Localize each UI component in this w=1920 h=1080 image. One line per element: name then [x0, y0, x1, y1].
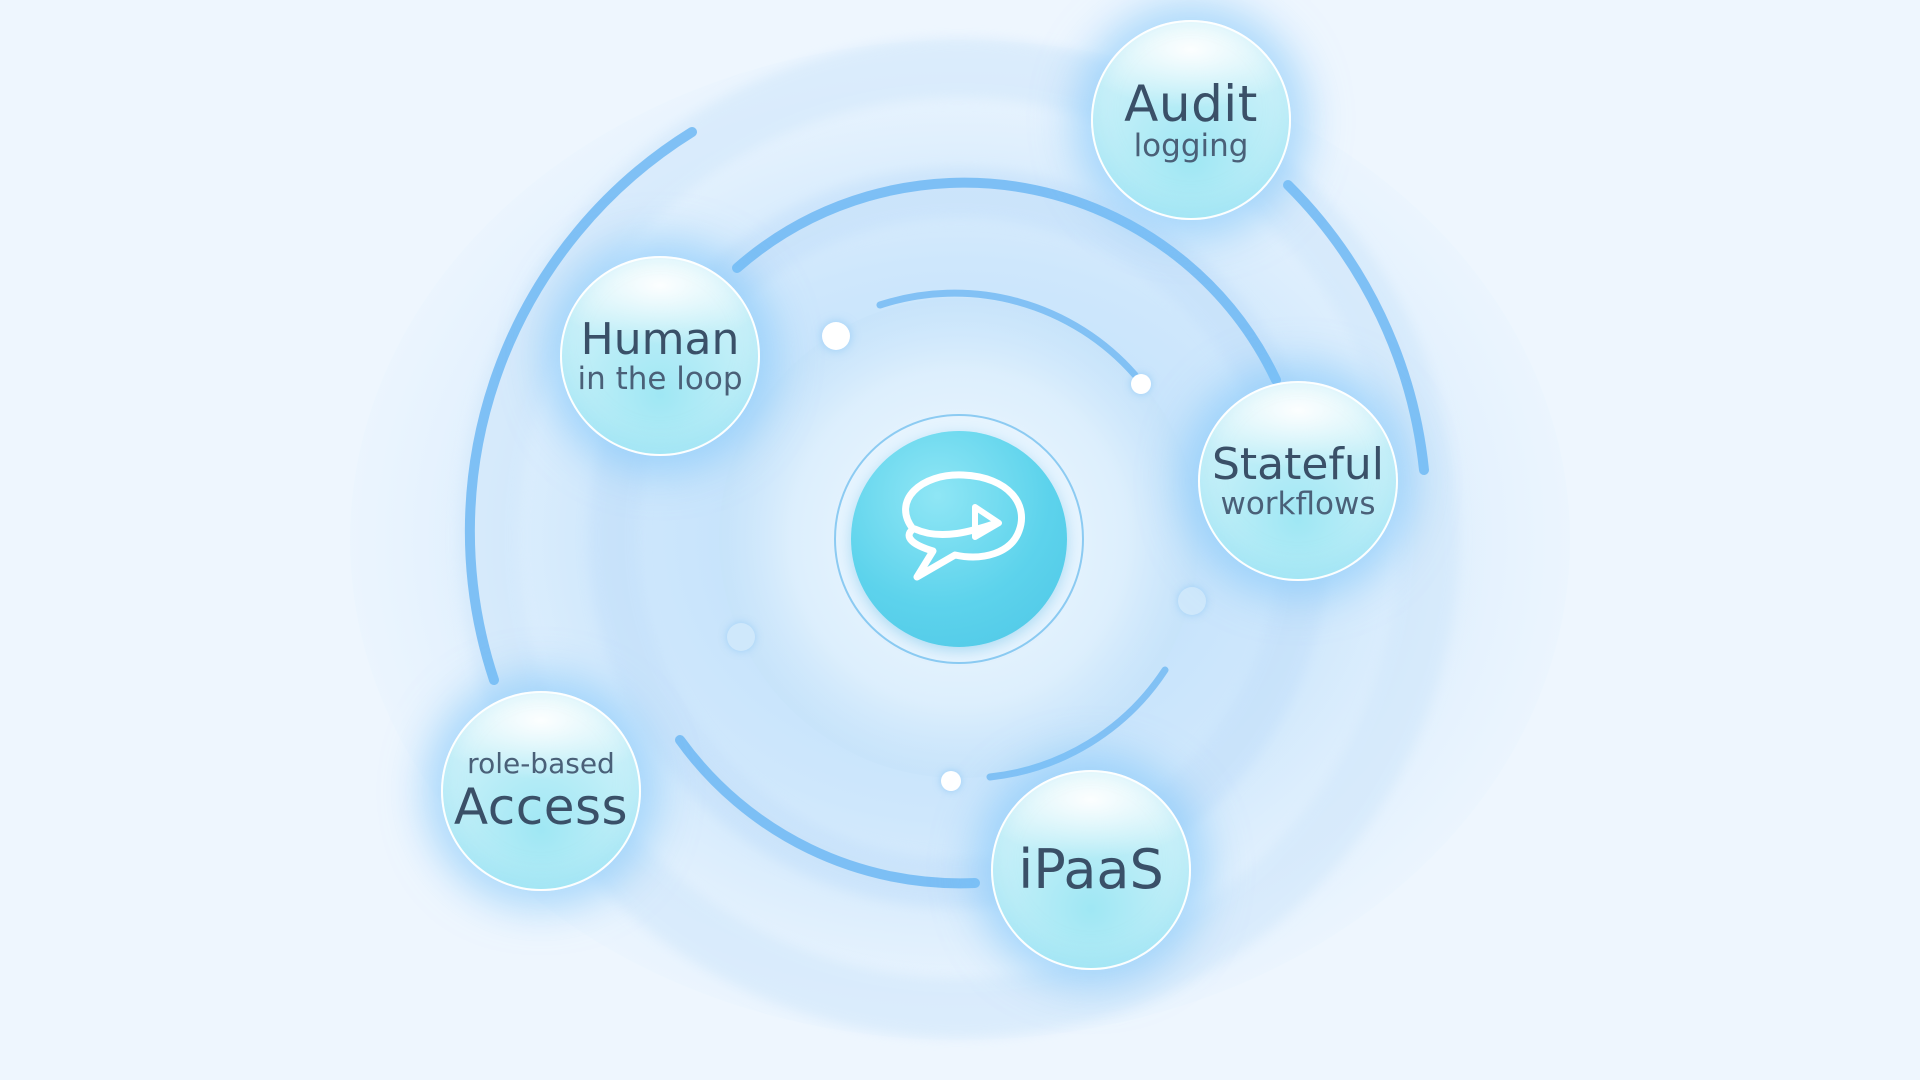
node-human-subtitle: in the loop	[577, 360, 743, 397]
inner-orbit-arc-bottom	[986, 666, 1169, 781]
node-ipaas: iPaaS	[991, 770, 1191, 970]
node-rbac-title: Access	[453, 778, 629, 836]
node-ipaas-title: iPaaS	[1018, 838, 1164, 901]
node-human-title: Human	[580, 313, 740, 365]
node-audit-logging: Audit logging	[1091, 20, 1291, 220]
middle-orbit-arc-bottom	[675, 735, 980, 889]
node-audit-title: Audit	[1124, 74, 1258, 133]
orbit-dot	[1131, 374, 1151, 394]
node-stateful-title: Stateful	[1211, 438, 1385, 490]
inner-orbit-arc-top	[876, 289, 1139, 379]
node-stateful-subtitle: workflows	[1220, 485, 1376, 522]
orbit-dot	[727, 623, 755, 651]
orbit-dot	[1178, 587, 1206, 615]
outer-ring-band	[459, 38, 1459, 1038]
chat-bubble-arrow-icon	[902, 471, 1025, 581]
node-rbac-subtitle: role-based	[467, 747, 615, 780]
orbit-dot	[822, 322, 850, 350]
outer-orbit-arc-left	[464, 127, 697, 685]
node-human-in-the-loop: Human in the loop	[560, 256, 760, 456]
middle-orbit-arc-top	[732, 177, 1281, 385]
orbit-dot	[941, 771, 961, 791]
center-logo	[851, 431, 1067, 647]
node-role-based-access: role-based Access	[441, 691, 641, 891]
node-stateful-workflows: Stateful workflows	[1198, 381, 1398, 581]
node-audit-subtitle: logging	[1133, 127, 1249, 164]
outer-orbit-arc-right	[1283, 180, 1429, 475]
